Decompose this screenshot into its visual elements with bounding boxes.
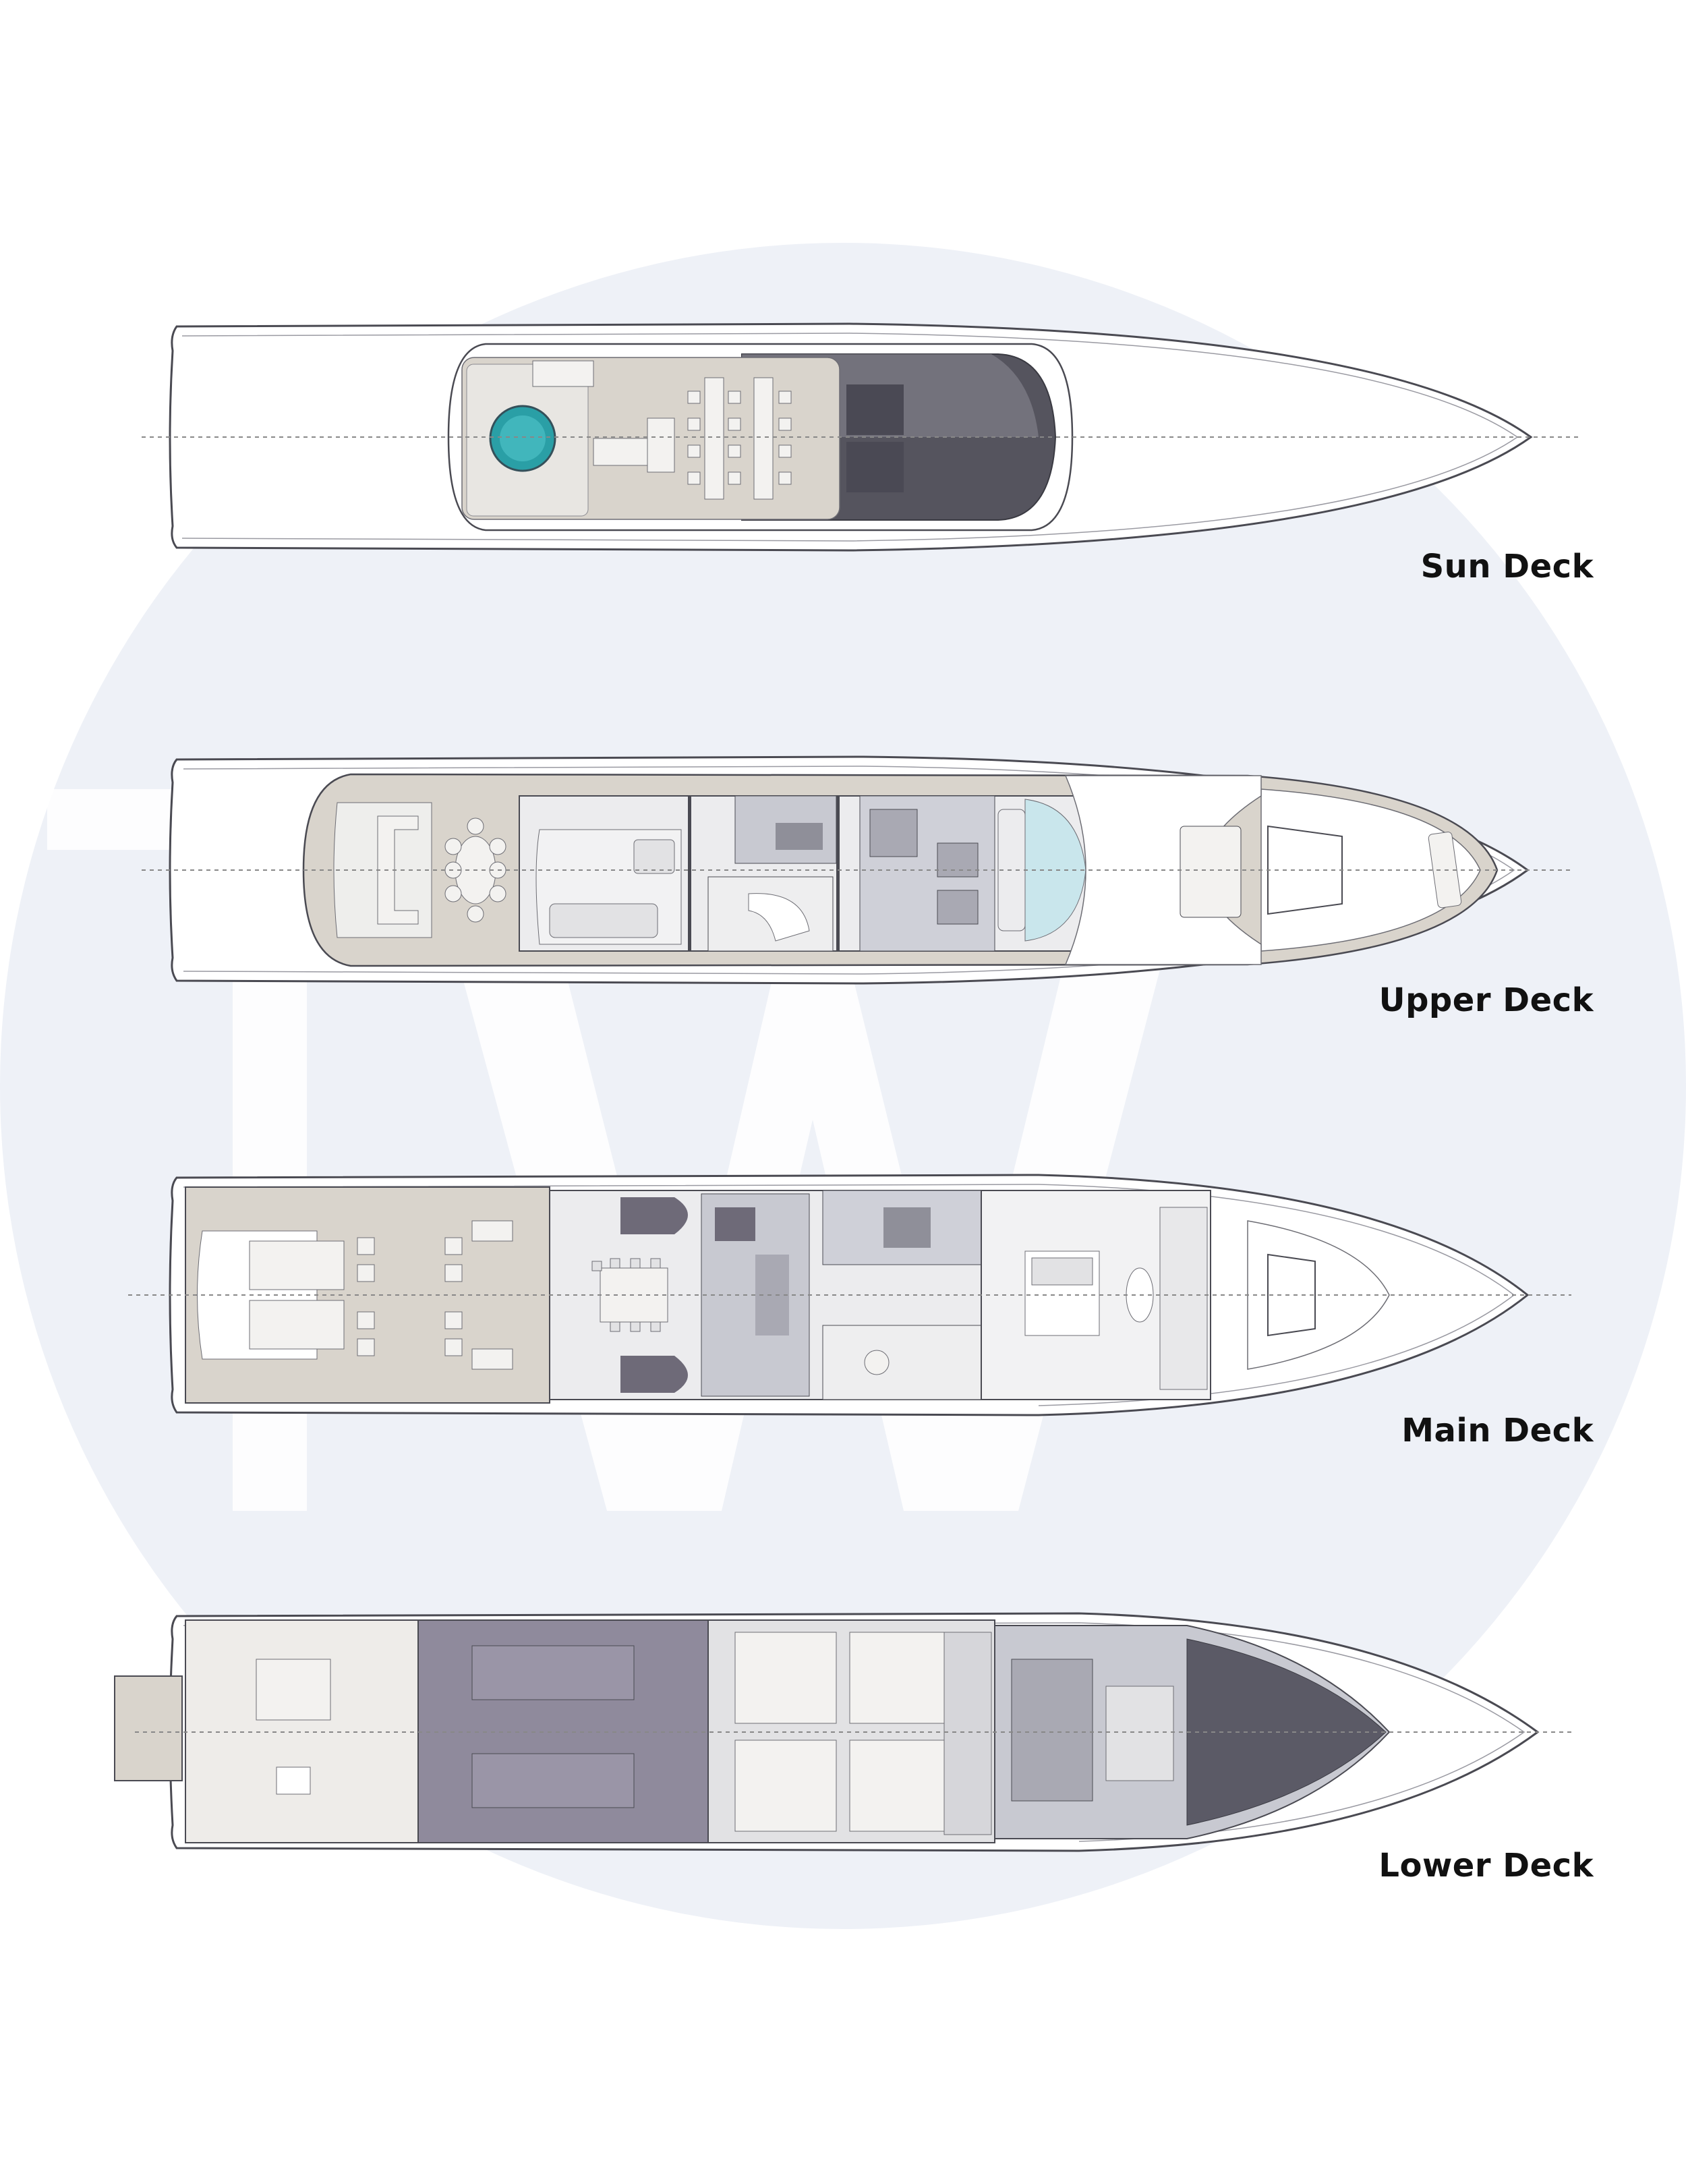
main-deck-plan <box>128 1174 1571 1416</box>
deck-label-main: Main Deck <box>1401 1412 1594 1449</box>
lower-deck-plan <box>114 1612 1571 1852</box>
deck-label-lower: Lower Deck <box>1378 1847 1594 1885</box>
sun-deck-plan <box>142 322 1578 552</box>
upper-deck-plan <box>142 755 1571 985</box>
swim-platform <box>114 1675 183 1781</box>
deck-label-upper: Upper Deck <box>1378 981 1594 1019</box>
beach-club <box>185 1619 419 1843</box>
deck-label-sun: Sun Deck <box>1420 548 1594 585</box>
